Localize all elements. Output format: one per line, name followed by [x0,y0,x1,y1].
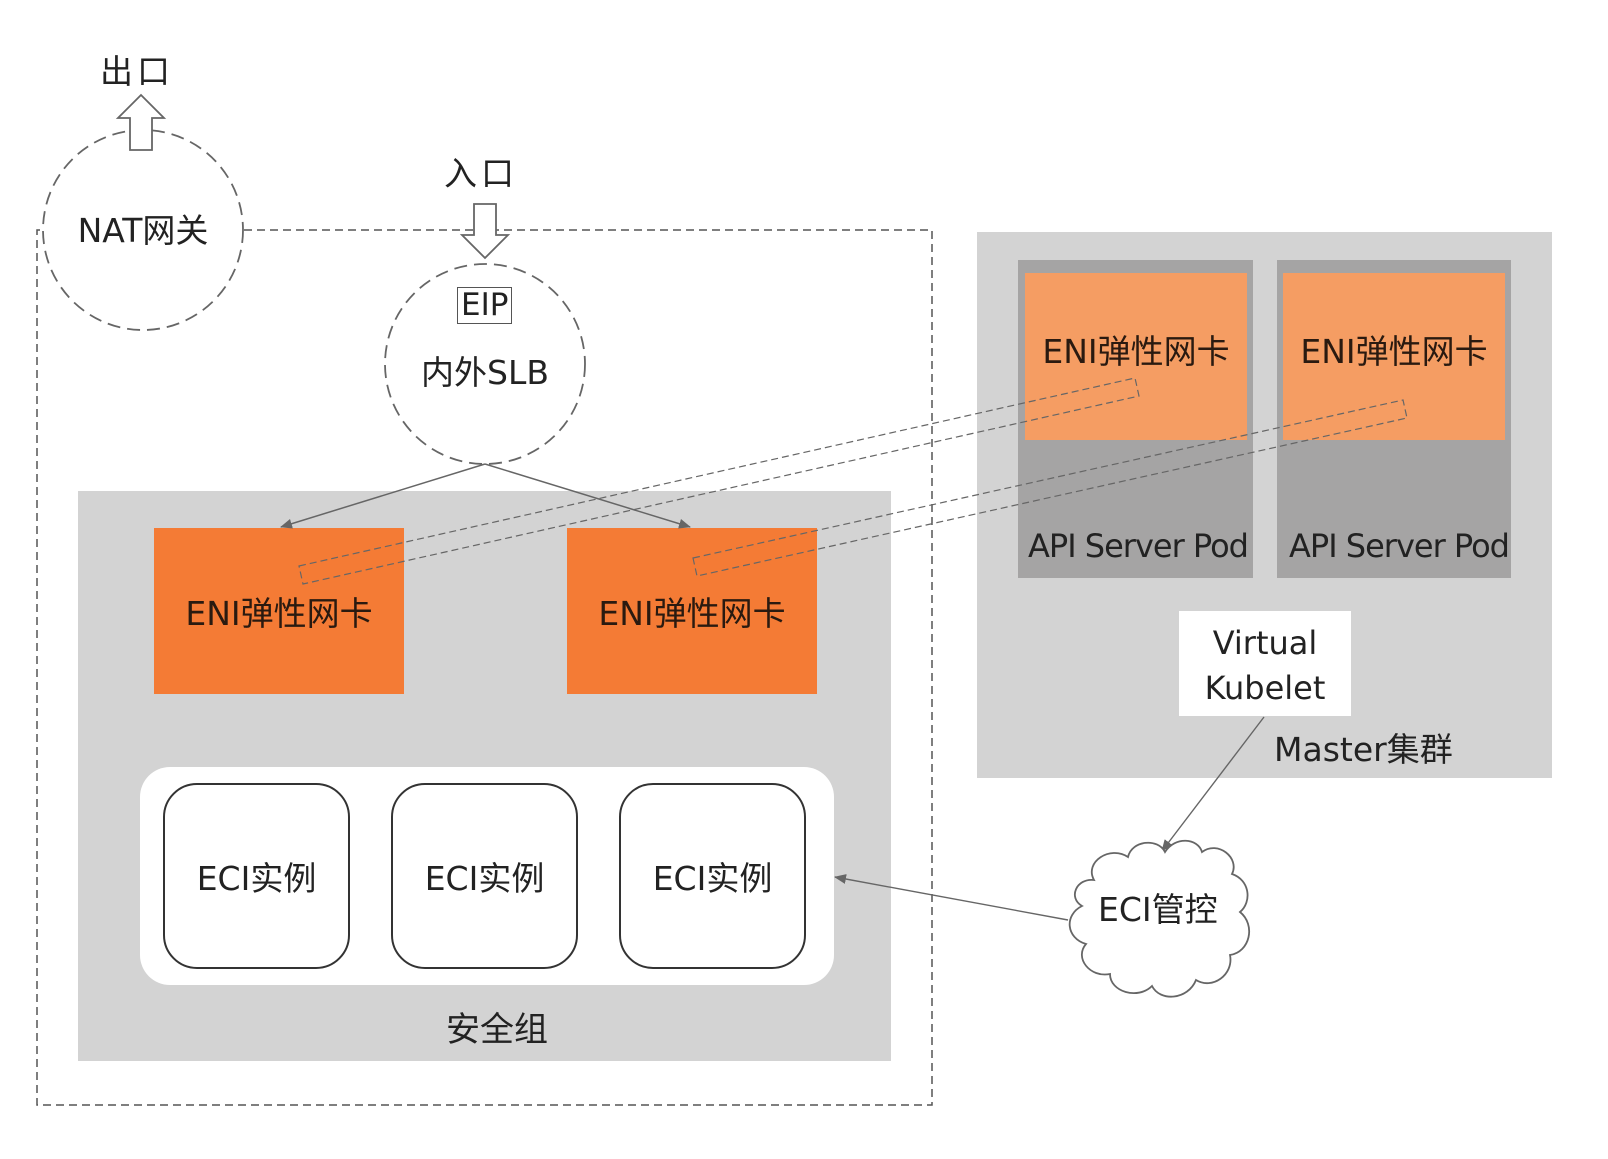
master-eni-card-2: ENI弹性网卡 [1283,273,1505,440]
master-eni-card-2-label: ENI弹性网卡 [1300,332,1488,371]
virtual-kubelet-label-line2: Kubelet [1204,669,1326,707]
entry-label: 入口 [444,154,518,193]
eci-instance-1-label: ECI实例 [196,859,317,898]
eni-card-1-label: ENI弹性网卡 [185,594,373,633]
eci-control-label: ECI管控 [1098,890,1218,929]
virtual-kubelet-label-line1: Virtual [1212,624,1318,662]
eci-instance-3: ECI实例 [619,783,806,969]
api-server-pod-2-label: API Server Pod [1289,527,1510,565]
eni-card-2: ENI弹性网卡 [567,528,817,694]
master-cluster-label: Master集群 [1274,730,1453,769]
exit-arrow-icon [115,93,167,151]
virtual-kubelet-box [1179,611,1351,716]
slb-label: 内外SLB [421,353,549,392]
eci-instance-3-label: ECI实例 [652,859,773,898]
master-eni-card-1-label: ENI弹性网卡 [1042,332,1230,371]
entry-arrow-icon [459,203,511,260]
nat-gateway-label: NAT网关 [77,211,209,250]
eni-card-1: ENI弹性网卡 [154,528,404,694]
master-eni-card-1: ENI弹性网卡 [1025,273,1247,440]
eni-card-2-label: ENI弹性网卡 [598,594,786,633]
exit-label: 出口 [100,52,174,91]
api-server-pod-1-label: API Server Pod [1028,527,1249,565]
eip-badge: EIP [457,287,513,324]
eci-instance-2: ECI实例 [391,783,578,969]
security-group-label: 安全组 [446,1010,548,1050]
eci-instance-2-label: ECI实例 [424,859,545,898]
eci-instance-1: ECI实例 [163,783,350,969]
eip-label: EIP [461,287,509,323]
